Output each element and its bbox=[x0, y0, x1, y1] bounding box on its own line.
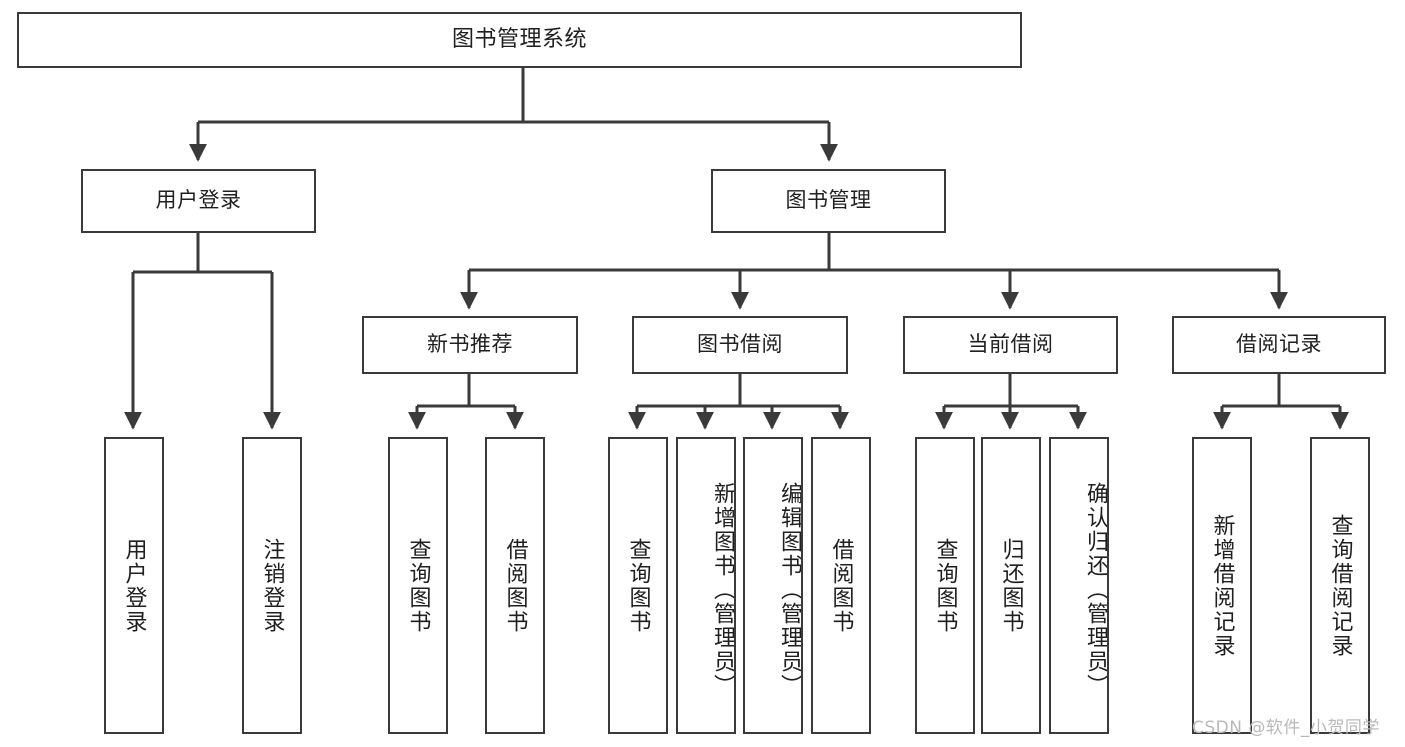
leaf-return-book[interactable]: 归还图书 bbox=[981, 437, 1041, 734]
leaf-query-book-1[interactable]: 查询图书 bbox=[388, 437, 448, 734]
leaf-confirm-return[interactable]: 确认归还（管理员） bbox=[1049, 437, 1109, 734]
leaf-user-login[interactable]: 用户登录 bbox=[104, 437, 164, 734]
node-current-borrow[interactable]: 当前借阅 bbox=[903, 316, 1118, 374]
leaf-add-record[interactable]: 新增借阅记录 bbox=[1192, 437, 1252, 734]
node-book-borrow[interactable]: 图书借阅 bbox=[632, 316, 848, 374]
node-user-login[interactable]: 用户登录 bbox=[81, 169, 316, 233]
leaf-add-book[interactable]: 新增图书（管理员） bbox=[676, 437, 736, 734]
leaf-edit-book[interactable]: 编辑图书（管理员） bbox=[743, 437, 803, 734]
leaf-borrow-book-1[interactable]: 借阅图书 bbox=[485, 437, 545, 734]
node-new-book-rec[interactable]: 新书推荐 bbox=[362, 316, 578, 374]
leaf-borrow-book-2[interactable]: 借阅图书 bbox=[811, 437, 871, 734]
leaf-query-record[interactable]: 查询借阅记录 bbox=[1310, 437, 1370, 734]
leaf-logout[interactable]: 注销登录 bbox=[242, 437, 302, 734]
node-root[interactable]: 图书管理系统 bbox=[17, 12, 1022, 68]
node-book-manage[interactable]: 图书管理 bbox=[711, 169, 946, 233]
leaf-query-book-3[interactable]: 查询图书 bbox=[915, 437, 975, 734]
leaf-query-book-2[interactable]: 查询图书 bbox=[608, 437, 668, 734]
csdn-watermark: CSDN @软件_小贺同学 bbox=[1192, 718, 1380, 738]
node-borrow-record[interactable]: 借阅记录 bbox=[1172, 316, 1386, 374]
